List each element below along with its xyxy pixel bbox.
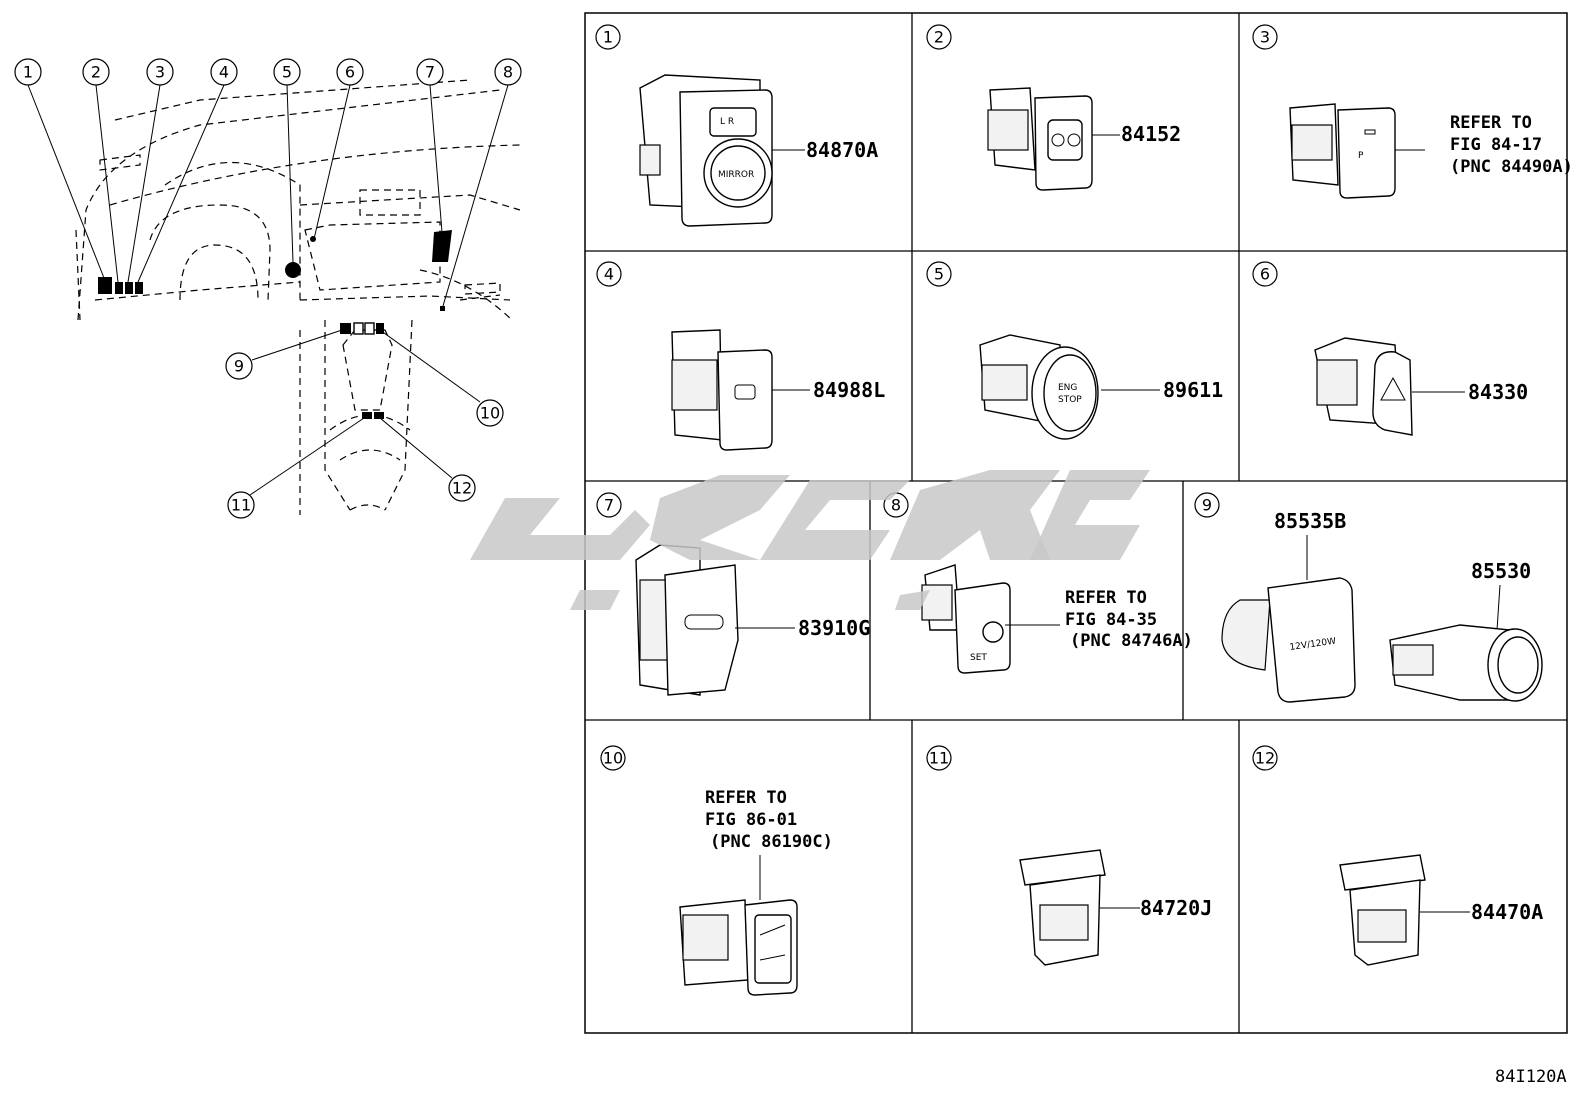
svg-text:9: 9 [234,357,244,376]
overview-callout-8: 8 [494,58,522,86]
svg-text:9: 9 [1202,496,1212,515]
part-number-84988L: 84988L [813,378,885,402]
svg-text:P: P [1358,151,1364,161]
cell-7-switch: 7 83910G [596,492,870,696]
svg-text:8: 8 [503,63,513,82]
part-number-85530: 85530 [1471,559,1531,583]
overview-callout-5: 5 [273,58,301,86]
svg-text:(PNC 86190C): (PNC 86190C) [710,832,833,852]
svg-text:5: 5 [934,265,944,284]
svg-text:4: 4 [604,265,614,284]
part-number-89611: 89611 [1163,378,1223,402]
part-number-84870A: 84870A [806,138,878,162]
svg-text:6: 6 [1260,265,1270,284]
part-number-83910G: 83910G [798,616,870,640]
svg-text:12: 12 [1255,749,1275,768]
overview-callout-3: 3 [146,58,174,86]
cell-5-start-button: 5 ENG STOP 89611 [926,261,1223,440]
cell-3-switch: 3 P REFER TO FIG 84-17 (PNC 84490A) [1252,24,1573,199]
part-number-85535B: 85535B [1274,509,1346,533]
cell-6-hazard-switch: 6 84330 [1252,261,1528,436]
svg-text:SET: SET [970,653,987,663]
svg-text:12: 12 [452,479,472,498]
part-number-84152: 84152 [1121,122,1181,146]
svg-text:REFER TO: REFER TO [1065,588,1147,608]
svg-text:3: 3 [155,63,165,82]
svg-text:7: 7 [604,496,614,515]
cell-callout-12: 12 [1252,745,1278,771]
overview-callout-1: 1 [14,58,42,86]
figure-code: 84I120A [1495,1067,1567,1087]
cell-callout-7: 7 [596,492,622,518]
svg-text:STOP: STOP [1058,395,1082,405]
svg-text:ENG: ENG [1058,383,1077,393]
cell-callout-4: 4 [596,261,622,287]
overview-callout-2: 2 [82,58,110,86]
overview-callout-4: 4 [210,58,238,86]
cell-2-switch: 2 84152 [926,24,1181,191]
part-number-84470A: 84470A [1471,900,1543,924]
cell-callout-3: 3 [1252,24,1278,50]
dashboard-overview: 1 2 3 4 5 6 7 8 9 10 11 12 [14,58,522,519]
overview-callout-9: 9 [225,352,253,380]
svg-text:7: 7 [425,63,435,82]
cell-8-switch: 8 SET REFER TO FIG 84-35 (PNC 84746A) [883,492,1193,674]
svg-text:8: 8 [891,496,901,515]
svg-text:11: 11 [929,749,949,768]
cell-10-switch: 10 REFER TO FIG 86-01 (PNC 86190C) [600,745,833,996]
cell-callout-6: 6 [1252,261,1278,287]
svg-text:11: 11 [231,496,251,515]
svg-text:1: 1 [603,28,613,47]
overview-callout-6: 6 [336,58,364,86]
part-number-84720J: 84720J [1140,896,1212,920]
svg-text:3: 3 [1260,28,1270,47]
svg-text:FIG 86-01: FIG 86-01 [705,810,797,830]
cell-9-power-outlet: 9 85535B 12V/120W 85530 [1194,492,1543,703]
cell-11-switch: 11 84720J [926,745,1212,966]
cell-callout-11: 11 [926,745,952,771]
svg-text:5: 5 [282,63,292,82]
cell-callout-2: 2 [926,24,952,50]
overview-callout-10: 10 [476,399,504,427]
watermark-logo [470,470,1150,610]
cell-4-switch: 4 84988L [596,261,885,451]
svg-text:MIRROR: MIRROR [718,170,754,180]
overview-callout-12: 12 [448,474,476,502]
overview-callout-11: 11 [227,491,255,519]
cell-callout-9: 9 [1194,492,1220,518]
svg-text:10: 10 [480,404,500,423]
svg-text:1: 1 [23,63,33,82]
cell-12-switch: 12 84470A [1252,745,1543,966]
cell-callout-5: 5 [926,261,952,287]
cell-1-mirror-switch: 1 L R MIRROR 84870A [595,24,878,227]
svg-text:REFER TO: REFER TO [1450,113,1532,133]
overview-callout-7: 7 [416,58,444,86]
cell-callout-1: 1 [595,24,621,50]
svg-text:10: 10 [603,749,623,768]
svg-text:FIG 84-35: FIG 84-35 [1065,610,1157,630]
svg-text:(PNC 84490A): (PNC 84490A) [1450,157,1573,177]
svg-text:6: 6 [345,63,355,82]
svg-text:FIG 84-17: FIG 84-17 [1450,135,1542,155]
svg-text:2: 2 [91,63,101,82]
svg-text:L R: L R [720,117,734,127]
svg-text:(PNC 84746A): (PNC 84746A) [1070,631,1193,651]
svg-text:2: 2 [934,28,944,47]
cell-callout-10: 10 [600,745,626,771]
svg-text:REFER TO: REFER TO [705,788,787,808]
part-number-84330: 84330 [1468,380,1528,404]
svg-text:4: 4 [219,63,229,82]
